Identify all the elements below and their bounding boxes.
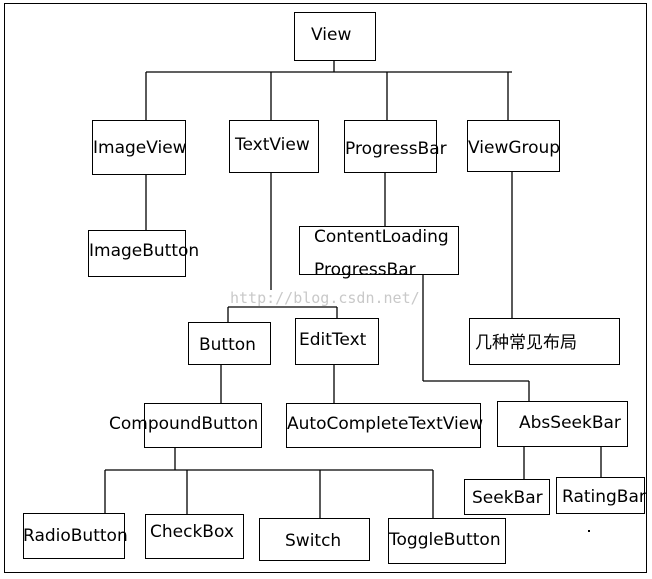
node-textview: TextView — [229, 120, 319, 173]
node-textview-label: TextView — [235, 135, 310, 155]
node-contentloading-label-line1: ContentLoading — [314, 227, 449, 247]
node-button-label: Button — [199, 335, 256, 355]
node-switch: Switch — [259, 518, 370, 561]
watermark: http://blog.csdn.net/ — [230, 289, 420, 307]
node-progressbar: ProgressBar — [344, 120, 447, 173]
node-ratingbar: RatingBar — [556, 477, 646, 514]
node-togglebutton: ToggleButton — [388, 518, 506, 564]
node-radiobutton-label: RadioButton — [23, 526, 128, 546]
node-ratingbar-label: RatingBar — [562, 487, 646, 507]
node-edittext: EditText — [295, 318, 379, 365]
node-absseekbar: AbsSeekBar — [497, 401, 628, 447]
node-compoundbutton-label: CompoundButton — [109, 414, 259, 434]
node-imagebutton-label: ImageButton — [89, 241, 200, 261]
node-contentloading-label-line2: ProgressBar — [314, 260, 416, 280]
node-autocompletetextview: AutoCompleteTextView — [286, 403, 484, 448]
node-view-label: View — [311, 25, 352, 45]
node-radiobutton: RadioButton — [23, 513, 128, 559]
node-compoundbutton: CompoundButton — [109, 403, 262, 448]
diagram-frame — [4, 3, 647, 573]
node-edittext-label: EditText — [299, 330, 367, 350]
node-common-layouts: 几种常见布局 — [469, 318, 620, 365]
node-progressbar-label: ProgressBar — [345, 139, 447, 159]
stray-dot — [588, 530, 590, 532]
node-imageview: ImageView — [92, 120, 187, 175]
node-viewgroup: ViewGroup — [467, 120, 560, 172]
node-button: Button — [188, 322, 271, 365]
node-view: View — [294, 12, 376, 61]
node-contentloadingprogressbar: ContentLoading ProgressBar — [299, 226, 459, 280]
node-checkbox: CheckBox — [145, 514, 244, 559]
node-seekbar: SeekBar — [464, 479, 550, 515]
node-seekbar-label: SeekBar — [472, 488, 543, 508]
node-common-layouts-label: 几种常见布局 — [475, 333, 577, 353]
node-checkbox-label: CheckBox — [150, 522, 234, 542]
node-autocompletetextview-label: AutoCompleteTextView — [287, 414, 484, 434]
node-absseekbar-label: AbsSeekBar — [519, 413, 621, 433]
node-viewgroup-label: ViewGroup — [468, 138, 561, 158]
node-togglebutton-label: ToggleButton — [389, 530, 501, 550]
node-imageview-label: ImageView — [93, 138, 187, 158]
node-switch-label: Switch — [285, 531, 342, 551]
node-imagebutton: ImageButton — [88, 230, 199, 277]
